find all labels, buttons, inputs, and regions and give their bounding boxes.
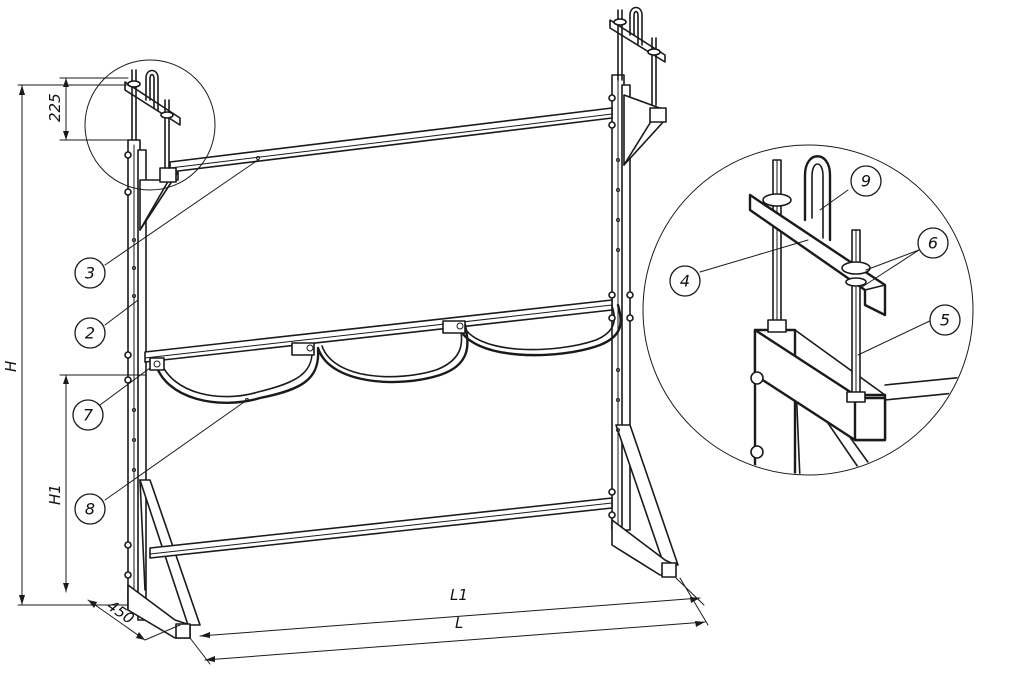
svg-text:3: 3	[85, 264, 95, 283]
right-top-clamp	[609, 6, 666, 106]
dim-label-L1: L1	[450, 586, 468, 604]
svg-text:2: 2	[85, 324, 95, 343]
rack-frame	[84, 6, 679, 639]
callout-4: 4	[669, 265, 701, 297]
dim-label-L: L	[455, 614, 463, 632]
callout-5: 5	[929, 304, 961, 336]
callout-3: 3	[74, 257, 106, 289]
dimension-labels: H 225 H1 450 L1 L	[2, 93, 468, 632]
dim-label-H: H	[2, 361, 20, 372]
callout-6: 6	[917, 227, 949, 259]
upright-holes	[132, 158, 620, 472]
svg-text:9: 9	[861, 172, 871, 191]
svg-text:6: 6	[928, 234, 938, 253]
left-top-clamp	[124, 69, 181, 169]
svg-text:8: 8	[85, 500, 95, 519]
callout-7: 7	[72, 399, 104, 431]
detail-view	[642, 144, 974, 476]
callout-2: 2	[74, 317, 106, 349]
svg-text:4: 4	[680, 272, 690, 291]
callouts: 3 2 7 8 4 9 6 5	[72, 165, 961, 525]
leader-lines	[99, 159, 937, 501]
dim-label-225: 225	[46, 93, 64, 122]
svg-text:5: 5	[940, 311, 950, 330]
callout-9: 9	[850, 165, 882, 197]
svg-text:7: 7	[83, 406, 94, 425]
dim-label-H1: H1	[46, 484, 64, 505]
upright-bolts	[124, 94, 634, 579]
detail-marker-circle	[84, 59, 216, 191]
callout-8: 8	[74, 493, 106, 525]
dimension-lines	[17, 77, 709, 665]
